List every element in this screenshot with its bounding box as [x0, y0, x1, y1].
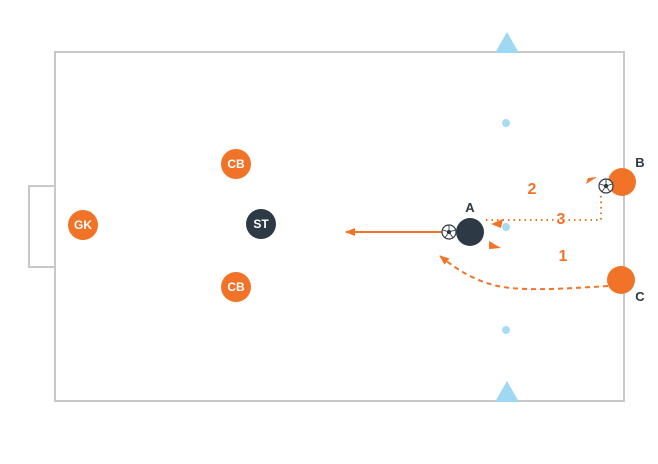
point-c-label: C [635, 289, 645, 304]
player-st [246, 209, 276, 239]
marker-dot [502, 119, 510, 127]
arrowhead-marker [489, 241, 501, 249]
player-b [608, 168, 636, 196]
dribble-path-c [439, 255, 609, 291]
point-a-label: A [465, 200, 475, 215]
goal-frame [28, 185, 55, 268]
player-cb-bottom-label: CB [227, 280, 245, 294]
player-cb-bottom [221, 272, 251, 302]
soccer-ball-icon [598, 178, 614, 194]
marker-dot [502, 326, 510, 334]
marker-dot [502, 223, 510, 231]
arrowhead-marker [491, 219, 503, 228]
pass-path-b [484, 196, 602, 221]
step-label-1: 1 [559, 248, 568, 265]
arrowhead-marker [586, 177, 597, 184]
cone-icon [495, 32, 519, 53]
player-gk-label: GK [74, 218, 92, 232]
player-gk [68, 210, 98, 240]
step-label-2: 2 [528, 181, 537, 198]
player-cb-top [221, 149, 251, 179]
player-st-label: ST [253, 217, 269, 231]
point-b-label: B [635, 155, 644, 170]
player-a [456, 218, 484, 246]
pitch-boundary [54, 51, 625, 402]
soccer-ball-icon [441, 224, 457, 240]
step-label-3: 3 [557, 211, 566, 228]
player-cb-top-label: CB [227, 157, 245, 171]
cone-icon [495, 381, 519, 402]
player-c [607, 266, 635, 294]
